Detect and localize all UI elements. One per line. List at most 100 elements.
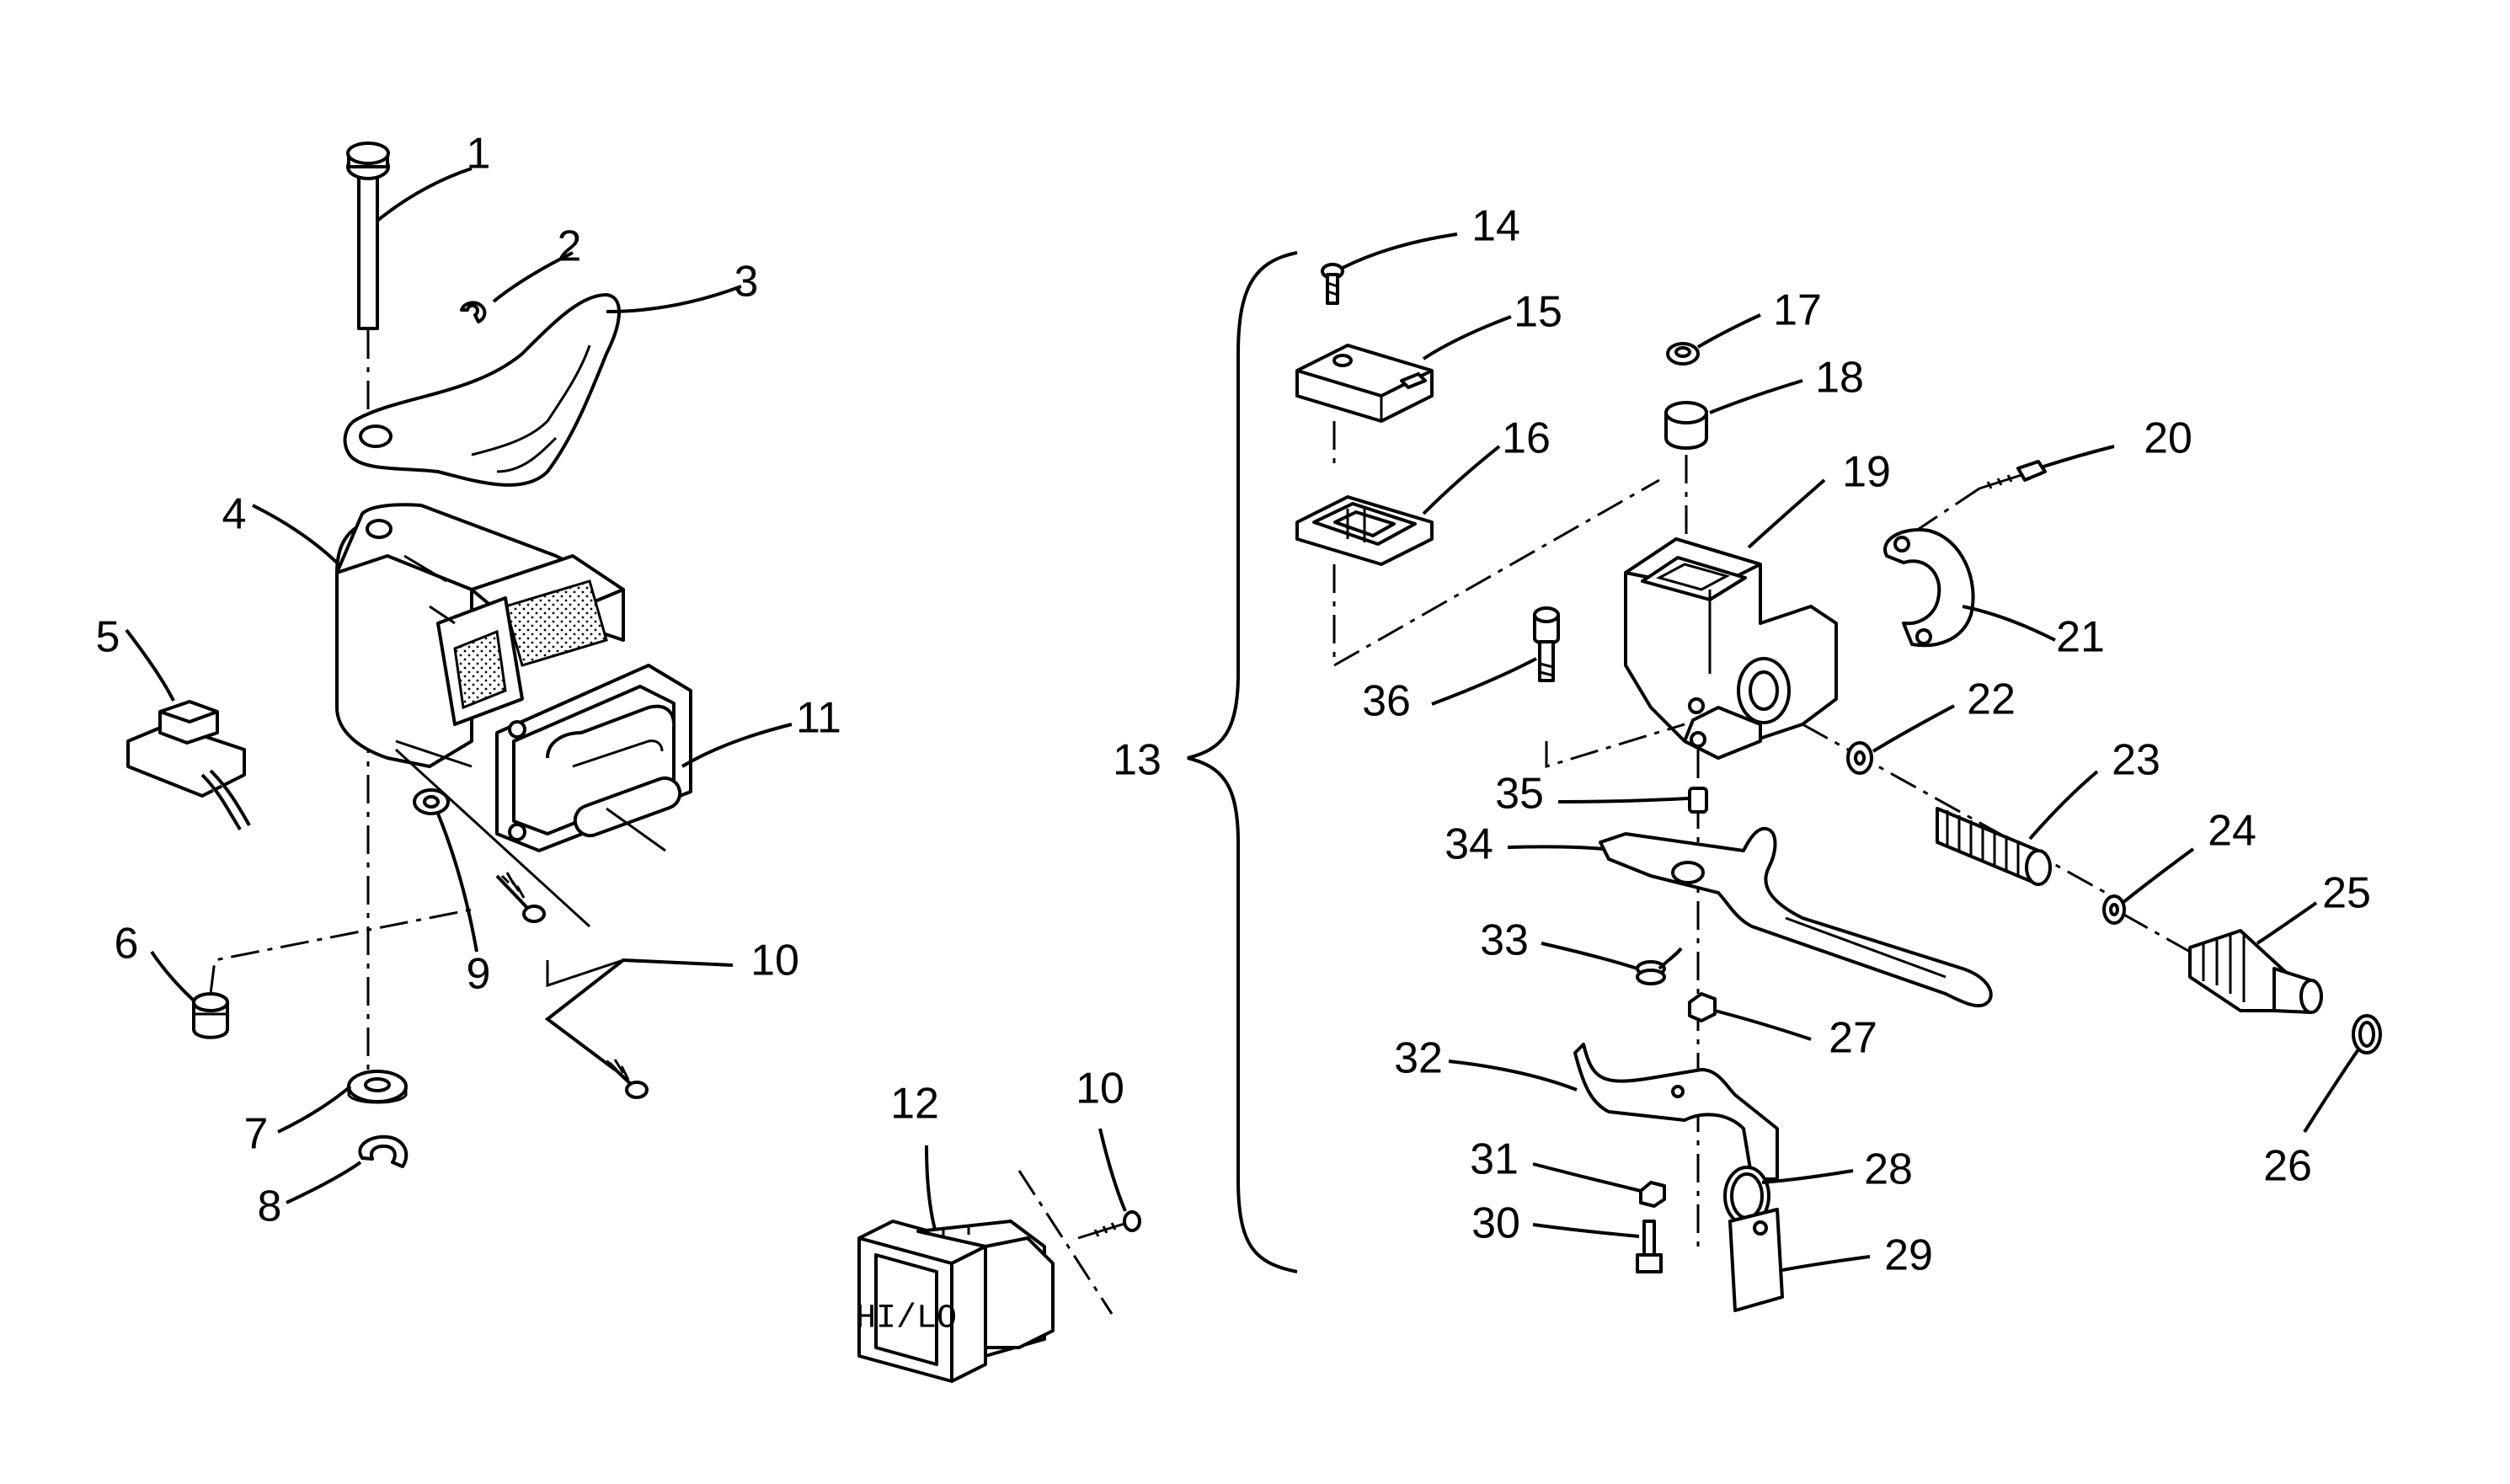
leader-24 [2121, 847, 2195, 905]
part-34-brake-lever [1599, 826, 1993, 1008]
leader-20 [2043, 445, 2115, 468]
label-18: 18 [1815, 354, 1864, 403]
leader-7 [277, 1085, 352, 1134]
leader-33 [1541, 942, 1638, 970]
assembly-13-brace [1187, 251, 1298, 1273]
part-24-washer [2102, 894, 2126, 925]
part-20-screw [1979, 460, 2047, 490]
axis-line-horizontal-upper [1802, 723, 2107, 894]
label-9: 9 [467, 950, 491, 999]
leader-16 [1422, 445, 1501, 515]
part-27-nut [1688, 992, 1717, 1022]
part-22-washer [1846, 741, 1873, 775]
part-8-e-clip [358, 1134, 409, 1168]
label-28: 28 [1864, 1145, 1913, 1194]
part-3-lever-bracket [343, 293, 621, 487]
label-23: 23 [2112, 736, 2160, 785]
part-9-grommet [413, 788, 450, 815]
part-28-ring [1723, 1166, 1770, 1226]
leader-1 [376, 167, 473, 222]
label-30: 30 [1471, 1199, 1520, 1248]
label-33: 33 [1480, 916, 1529, 965]
leader-11 [681, 723, 793, 768]
leader-14 [1342, 232, 1458, 270]
label-5: 5 [96, 613, 120, 662]
label-7: 7 [244, 1110, 269, 1159]
leader-35 [1557, 797, 1689, 803]
hi-lo-switch-text: HI/LO [856, 1300, 957, 1338]
leader-27 [1714, 1009, 1812, 1041]
leader-6 [150, 950, 195, 1002]
label-6: 6 [115, 920, 139, 969]
part-10-screw-b [605, 1059, 649, 1099]
leader-9 [436, 813, 478, 953]
axis-line-16 [1332, 478, 1660, 668]
label-17: 17 [1773, 286, 1822, 335]
part-12-hi-lo-switch: HI/LO [856, 1220, 1055, 1383]
leader-28 [1761, 1169, 1854, 1184]
axis-line-36 [1545, 723, 1685, 769]
label-14: 14 [1471, 202, 1520, 251]
leader-5 [125, 628, 175, 702]
label-4: 4 [222, 490, 247, 539]
part-10-screw-c [1077, 1210, 1141, 1240]
part-4-housing [335, 503, 625, 768]
label-24: 24 [2208, 807, 2256, 856]
label-11: 11 [796, 694, 841, 743]
label-22: 22 [1967, 675, 2016, 724]
label-2: 2 [558, 222, 582, 271]
leader-10 [544, 958, 734, 1071]
part-30-bolt [1636, 1220, 1663, 1273]
leader-2 [492, 251, 574, 303]
leader-26 [2303, 1048, 2360, 1134]
leader-8 [286, 1161, 362, 1204]
label-35: 35 [1495, 770, 1544, 819]
leader-31 [1532, 1162, 1642, 1193]
leader-32 [1448, 1060, 1578, 1092]
part-11-switch-frame [495, 664, 692, 852]
part-19-master-cylinder [1624, 537, 1838, 760]
part-1-pin [346, 141, 390, 330]
plate-edge-2 [394, 748, 591, 928]
label-25: 25 [2322, 869, 2371, 918]
label-31: 31 [1470, 1135, 1519, 1184]
label-15: 15 [1514, 288, 1562, 337]
axis-line-12 [1017, 1170, 1113, 1315]
leader-10b [1098, 1128, 1127, 1212]
label-21: 21 [2056, 613, 2105, 662]
part-32-bracket [1573, 1043, 1779, 1181]
label-8: 8 [258, 1182, 282, 1231]
axis-line-lower [2122, 912, 2191, 953]
label-20: 20 [2144, 414, 2192, 463]
part-23-spring [1936, 807, 2052, 886]
part-5-switch [126, 700, 251, 831]
label-36: 36 [1362, 677, 1411, 726]
leader-25 [2256, 901, 2318, 945]
part-17-o-ring [1666, 342, 1700, 366]
leader-30 [1532, 1223, 1640, 1238]
axis-line-6 [209, 908, 473, 995]
part-35-set-screw [1688, 787, 1708, 814]
part-26-snap-ring [2352, 1014, 2382, 1054]
part-31-nut [1639, 1181, 1666, 1208]
leader-17 [1696, 313, 1761, 349]
part-6-bushing [192, 992, 229, 1039]
screw-bracket [546, 958, 624, 988]
part-15-cap [1295, 344, 1434, 423]
leader-18 [1709, 379, 1803, 414]
leader-19 [1747, 478, 1826, 549]
part-29-tag [1728, 1208, 1784, 1312]
leader-22 [1872, 704, 1955, 753]
part-7-washer [347, 1070, 408, 1104]
leader-12 [925, 1145, 937, 1230]
label-19: 19 [1842, 448, 1891, 497]
part-16-diaphragm [1295, 495, 1434, 566]
label-10: 10 [750, 937, 799, 985]
leader-4 [252, 504, 339, 564]
part-14-screw [1321, 263, 1344, 305]
leader-36 [1431, 657, 1537, 706]
part-21-clamp [1883, 528, 1975, 648]
part-18-bushing [1664, 401, 1708, 450]
label-16: 16 [1502, 414, 1551, 463]
leader-29 [1781, 1255, 1871, 1272]
